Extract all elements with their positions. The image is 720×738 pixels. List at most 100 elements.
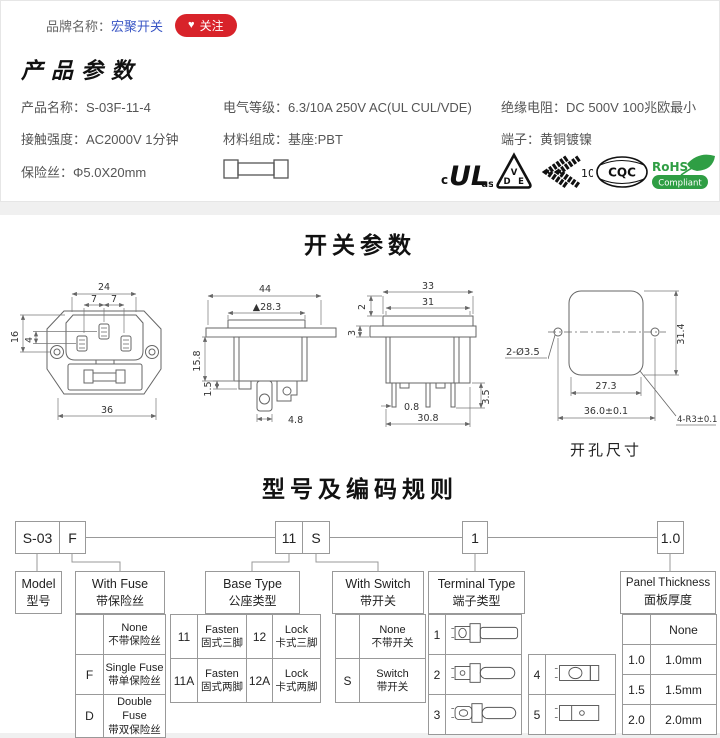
option-en: Fasten	[205, 623, 239, 636]
option-zh: 卡式三脚	[275, 636, 318, 649]
field-terminal: 端子：黄铜镀镍	[501, 129, 592, 148]
follow-button-label: 关注	[199, 19, 224, 33]
option-en: Double Fuse	[117, 696, 152, 723]
terminal-options-table-right: 4 5	[528, 654, 616, 735]
option-code	[622, 614, 651, 645]
field-value: 黄铜镀镍	[540, 132, 593, 147]
dim-label: 15.8	[192, 350, 203, 371]
option-zh: 不带保险丝	[108, 634, 161, 647]
option-code: 12	[246, 614, 273, 659]
radius-label: 4-R3±0.1	[677, 415, 717, 425]
group-en: Base Type	[223, 576, 282, 591]
option-code: 3	[428, 694, 446, 735]
terminal-cell	[545, 654, 616, 695]
option-code: 5	[528, 694, 546, 735]
group-en: Model	[21, 576, 56, 591]
code-box-base: 11	[275, 521, 303, 554]
option-code	[75, 614, 104, 655]
follow-button[interactable]: ♥ 关注	[175, 14, 237, 37]
group-base-type: Base Type 公座类型	[205, 571, 300, 614]
group-zh: 型号	[26, 593, 51, 608]
group-zh: 端子类型	[452, 593, 501, 608]
coding-rules-section: 型号及编码规则 S-03 F 11 S 1 1.0 Model 型号	[0, 462, 720, 738]
ul-c: c	[441, 173, 448, 187]
terminal-diagram-2	[450, 663, 515, 683]
hole-note-label: 2-Ø3.5	[506, 346, 540, 358]
heart-icon: ♥	[188, 19, 195, 31]
option-code: 2	[428, 654, 446, 695]
field-material: 材料组成：基座:PBT	[223, 129, 343, 148]
terminal-diagram-1	[450, 623, 518, 643]
option-zh: 卡式两脚	[275, 680, 318, 693]
option-code: 1.5	[622, 674, 651, 705]
brand-label: 品牌名称：宏聚开关	[46, 16, 163, 35]
option-zh: 带双保险丝	[108, 723, 161, 736]
option-en: Fasten	[205, 667, 239, 680]
group-en: With Fuse	[91, 576, 149, 591]
field-value: AC2000V 1分钟	[86, 132, 179, 147]
dim-label: 3.5	[481, 389, 492, 404]
dim-label: 31.4	[676, 323, 687, 344]
terminal-options-table-left: 1 2	[428, 614, 522, 735]
field-value: DC 500V 100兆欧最小	[566, 100, 697, 115]
table-row: 1.0 1.0mm	[622, 644, 717, 675]
group-zh: 带保险丝	[95, 593, 144, 608]
option-label: 1.0mm	[650, 644, 717, 675]
terminal-diagram-5	[554, 705, 599, 721]
field-label: 材料组成：	[223, 132, 289, 147]
dim-label: 3	[348, 330, 358, 336]
coding-rules-title: 型号及编码规则	[262, 476, 458, 502]
rohs-cert-icon: RoHS Compliant	[652, 154, 715, 189]
field-fuse: 保险丝：Φ5.0X20mm	[21, 162, 146, 181]
group-panel-thickness: Panel Thickness 面板厚度	[620, 571, 716, 614]
group-zh: 公座类型	[228, 593, 277, 608]
dim-label: 36	[101, 405, 113, 416]
dim-label: 16	[10, 331, 21, 343]
vde-v: V	[511, 168, 518, 178]
terminal-diagram-3	[450, 703, 516, 723]
dim-label: 33	[422, 281, 434, 292]
option-code: S	[335, 658, 360, 703]
rohs-text: RoHS	[652, 160, 688, 174]
option-label: 1.5mm	[650, 674, 717, 705]
table-row: None	[622, 614, 717, 645]
field-label: 保险丝：	[21, 165, 74, 180]
option-label: 2.0mm	[650, 704, 717, 735]
dim-label: 27.3	[595, 381, 616, 392]
option-code: 1	[428, 614, 446, 655]
dim-label: 7	[111, 294, 117, 305]
table-row: 1.5 1.5mm	[622, 674, 717, 705]
brand-bar: 品牌名称：宏聚开关 ♥ 关注	[46, 14, 237, 37]
option-zh: 固式两脚	[201, 680, 243, 693]
field-value: S-03F-11-4	[86, 100, 151, 115]
brand-name-link[interactable]: 宏聚开关	[111, 19, 164, 34]
group-terminal-type: Terminal Type 端子类型	[428, 571, 525, 614]
dim-label: 7	[91, 294, 97, 305]
table-row: 2.0 2.0mm	[622, 704, 717, 735]
option-en: None	[379, 623, 406, 636]
vde-d: D	[503, 177, 510, 187]
panel-options-table: None 1.0 1.0mm 1.5 1.5mm 2.0 2.0mm	[622, 614, 717, 735]
certification-logos: c UL us V D E 10 CQC RoHS Compliant	[439, 151, 717, 193]
code-box-panel: 1.0	[657, 521, 684, 554]
dim-label: 2	[357, 304, 368, 310]
dim-label: 4.8	[288, 415, 303, 426]
terminal-cell	[445, 654, 522, 695]
option-zh: 不带开关	[371, 636, 414, 649]
group-zh: 带开关	[359, 593, 396, 608]
cqc-cert-icon: CQC	[596, 156, 648, 188]
option-label: None	[650, 614, 717, 645]
switch-params-section: 开关参数	[0, 215, 720, 462]
drawing-front-view: 24 7 7 16 4 36	[10, 282, 162, 420]
terminal-cell	[445, 614, 522, 655]
option-en: Single Fuse	[105, 661, 164, 674]
field-label: 端子：	[501, 132, 541, 147]
terminal-cell	[545, 694, 616, 735]
